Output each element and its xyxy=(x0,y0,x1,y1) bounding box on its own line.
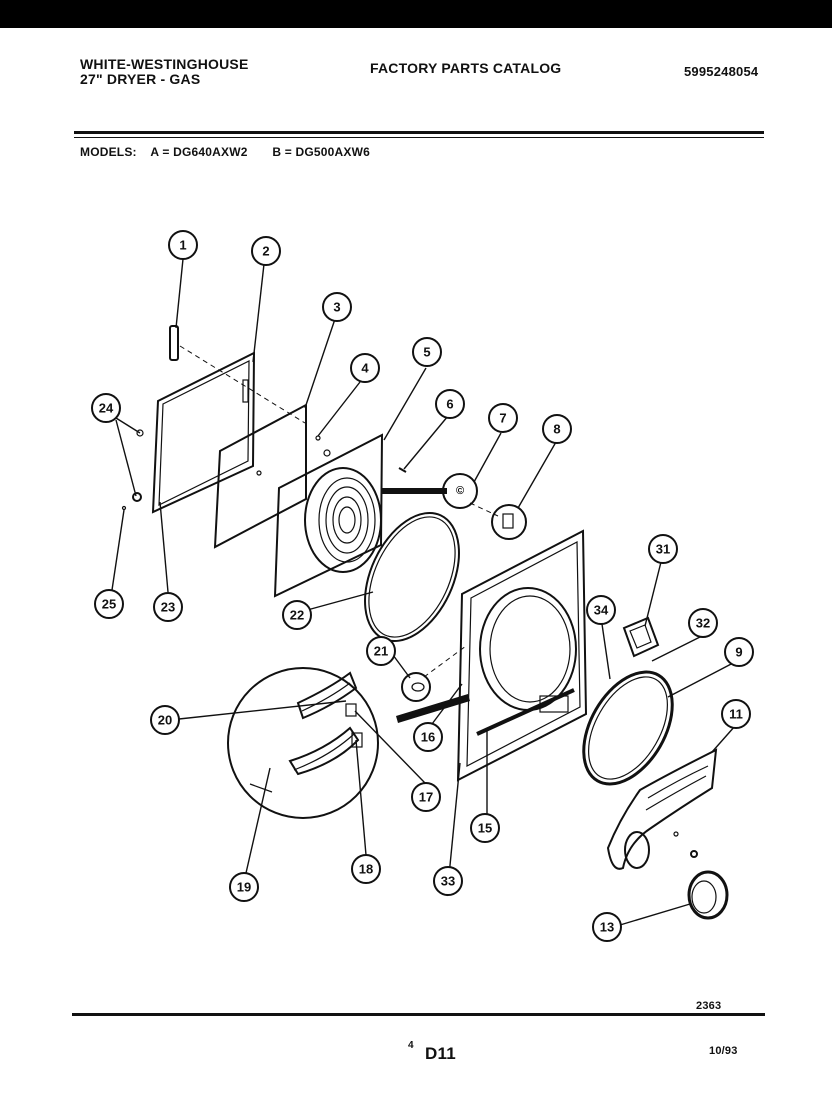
bearing-ring xyxy=(687,870,729,920)
panel-clip xyxy=(401,672,431,702)
svg-text:©: © xyxy=(456,485,464,497)
callout-11-label: 11 xyxy=(729,707,743,722)
header-rule-top xyxy=(74,131,764,134)
callout-5: 5 xyxy=(412,337,442,367)
callout-19-label: 19 xyxy=(237,880,251,895)
door-liner-sheet xyxy=(213,403,307,549)
callout-18-label: 18 xyxy=(359,862,373,877)
callout-24: 24 xyxy=(91,393,121,423)
callout-20: 20 xyxy=(150,705,180,735)
callout-33: 33 xyxy=(433,866,463,896)
callout-15-label: 15 xyxy=(478,821,492,836)
catalog-sheet: WHITE-WESTINGHOUSE 27" DRYER - GAS FACTO… xyxy=(0,28,832,1098)
callout-22-label: 22 xyxy=(290,608,304,623)
callout-13: 13 xyxy=(592,912,622,942)
callout-34: 34 xyxy=(586,595,616,625)
callout-1: 1 xyxy=(168,230,198,260)
callout-2: 2 xyxy=(251,236,281,266)
callout-19: 19 xyxy=(229,872,259,902)
callout-25-label: 25 xyxy=(102,597,116,612)
callout-17-label: 17 xyxy=(419,790,433,805)
callout-31-label: 31 xyxy=(656,542,670,557)
diagram-ref-number: 2363 xyxy=(696,1000,722,1012)
callout-6-label: 6 xyxy=(446,397,453,412)
brand-line-2: 27" DRYER - GAS xyxy=(80,71,201,87)
catalog-title: FACTORY PARTS CATALOG xyxy=(370,60,562,76)
door-handle-part xyxy=(169,325,306,424)
header-rule-bottom xyxy=(74,137,764,138)
callout-6: 6 xyxy=(435,389,465,419)
callout-21: 21 xyxy=(366,636,396,666)
support-bracket xyxy=(606,748,718,870)
callout-17: 17 xyxy=(411,782,441,812)
callout-9-label: 9 xyxy=(735,645,742,660)
callout-24-label: 24 xyxy=(99,401,114,416)
callout-23-label: 23 xyxy=(161,600,175,615)
callout-16-label: 16 xyxy=(421,730,435,745)
catalog-part-number: 5995248054 xyxy=(684,64,759,79)
detail-magnified-view xyxy=(227,667,379,819)
door-pin xyxy=(398,467,407,473)
hinge-part xyxy=(442,473,478,509)
exploded-parts-diagram: © xyxy=(91,230,754,942)
liner-screw xyxy=(315,435,321,441)
models-line: MODELS: A = DG640AXW2 B = DG500AXW6 xyxy=(80,145,370,159)
door-gasket-ring xyxy=(364,511,460,643)
callout-2-label: 2 xyxy=(262,244,269,259)
callout-20-label: 20 xyxy=(158,713,172,728)
callout-8-label: 8 xyxy=(553,422,560,437)
callout-5-label: 5 xyxy=(423,345,430,360)
callout-18: 18 xyxy=(351,854,381,884)
callout-25: 25 xyxy=(94,589,124,619)
inner-door-window xyxy=(273,433,384,598)
liner-clip xyxy=(323,449,331,457)
callout-23: 23 xyxy=(153,592,183,622)
drum-seal-ring xyxy=(582,670,674,786)
callout-11: 11 xyxy=(721,699,751,729)
section-code: D11 xyxy=(425,1044,456,1063)
door-screws xyxy=(121,429,144,511)
callout-3-label: 3 xyxy=(333,300,340,315)
callout-16: 16 xyxy=(413,722,443,752)
footer-rule xyxy=(72,1013,765,1016)
callout-22: 22 xyxy=(282,600,312,630)
callout-32: 32 xyxy=(688,608,718,638)
detail-pointer xyxy=(396,694,470,723)
callout-7-label: 7 xyxy=(499,411,506,426)
brand-line-1: WHITE-WESTINGHOUSE xyxy=(80,56,249,72)
callout-3: 3 xyxy=(322,292,352,322)
callout-33-label: 33 xyxy=(441,874,455,889)
brand-heading: WHITE-WESTINGHOUSE 27" DRYER - GAS xyxy=(80,57,248,87)
callout-7: 7 xyxy=(488,403,518,433)
door-switch xyxy=(622,616,660,658)
callout-15: 15 xyxy=(470,813,500,843)
callout-13-label: 13 xyxy=(600,920,614,935)
callout-32-label: 32 xyxy=(696,616,710,631)
page-number: 4 xyxy=(408,1040,414,1051)
callout-9: 9 xyxy=(724,637,754,667)
callout-4-label: 4 xyxy=(361,361,369,376)
callout-34-label: 34 xyxy=(594,603,609,618)
callout-31: 31 xyxy=(648,534,678,564)
callout-4: 4 xyxy=(350,353,380,383)
dryer-front-panel xyxy=(456,529,588,782)
door-outer-panel xyxy=(151,351,256,514)
catalog-date: 10/93 xyxy=(709,1045,738,1057)
callout-1-label: 1 xyxy=(179,238,186,253)
callout-8: 8 xyxy=(542,414,572,444)
hinge-bracket xyxy=(491,504,527,540)
callout-21-label: 21 xyxy=(374,644,388,659)
